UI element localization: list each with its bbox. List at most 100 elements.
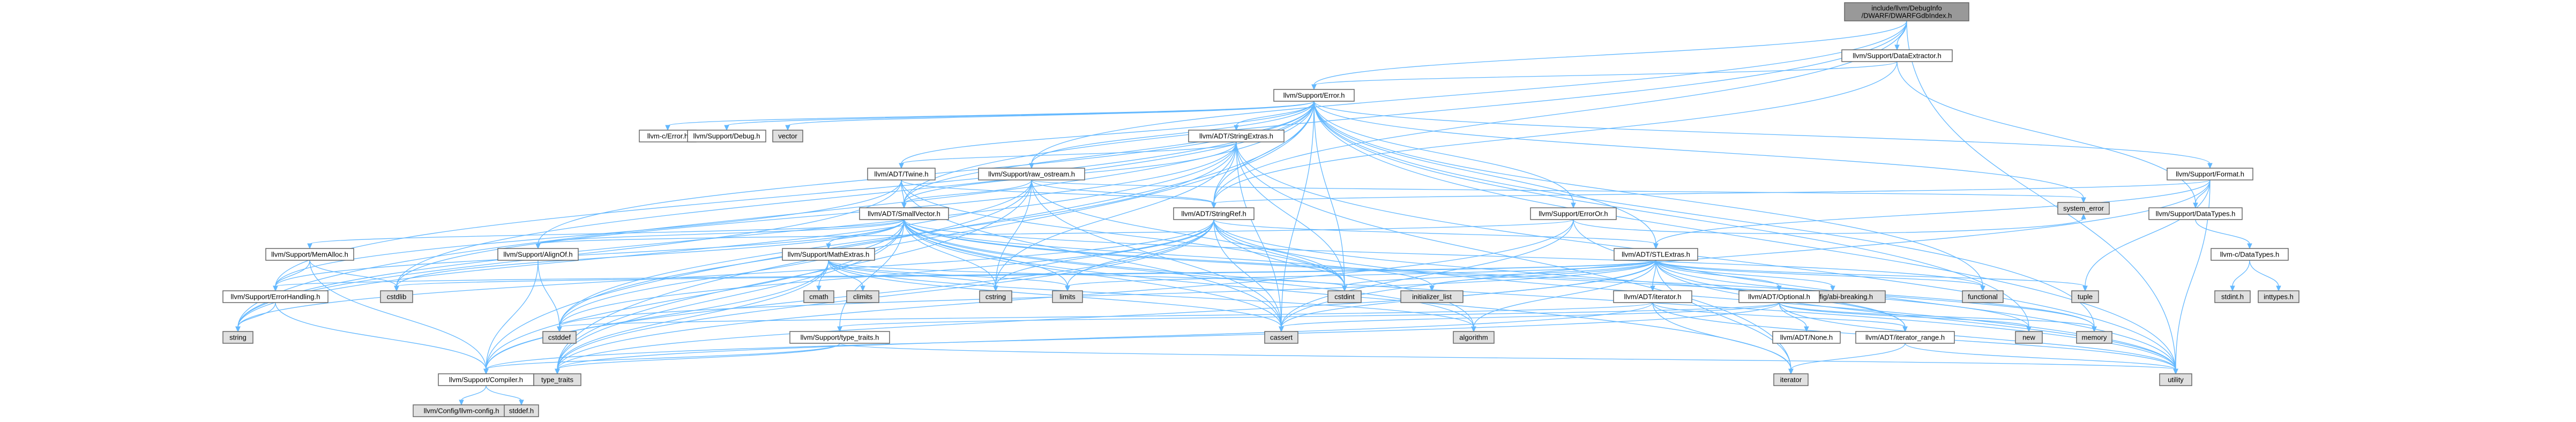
node-label: cstddef: [548, 334, 571, 342]
edge-optional-to-none: [1779, 302, 1809, 333]
node-label: llvm/Support/AlignOf.h: [503, 251, 572, 259]
node-llvm-c-datatypes-h[interactable]: llvm-c/DataTypes.h: [2211, 248, 2289, 261]
node-llvm-adt-iterator-h[interactable]: llvm/ADT/iterator.h: [1613, 290, 1692, 303]
node-llvm-support-raw-ostream-h[interactable]: llvm/Support/raw_ostream.h: [978, 168, 1085, 180]
edge-dataextractor-to-error: [1311, 61, 1898, 91]
node-llvm-adt-twine-h[interactable]: llvm/ADT/Twine.h: [867, 168, 936, 180]
node-llvm-support-format-h[interactable]: llvm/Support/Format.h: [2167, 168, 2253, 180]
node-memory: memory: [2076, 331, 2112, 344]
node-label: llvm/Support/DataExtractor.h: [1853, 52, 1941, 60]
node-cmath: cmath: [803, 290, 834, 303]
edge-mathextras-to-limits: [828, 260, 1070, 292]
edge-format-to-tuple: [2082, 179, 2211, 292]
edge-rawostream-to-smallvector: [901, 179, 1032, 209]
edges-layer: [235, 20, 2281, 406]
edge-twine-to-cassert: [901, 179, 1284, 333]
edge-optional-to-new: [1779, 302, 2032, 333]
node-llvm-support-errorhandling-h[interactable]: llvm/Support/ErrorHandling.h: [222, 290, 328, 303]
node-llvm-support-memalloc-h[interactable]: llvm/Support/MemAlloc.h: [265, 248, 354, 261]
node-label: limits: [1059, 293, 1076, 301]
edge-adtiterator-to-iteratorrange: [1652, 302, 1908, 333]
edge-adtiterator-to-cstddef: [557, 302, 1653, 333]
node-llvm-adt-none-h[interactable]: llvm/ADT/None.h: [1772, 331, 1841, 344]
node-label: climits: [853, 293, 873, 301]
node-label: llvm/Support/ErrorHandling.h: [231, 293, 320, 301]
edge-compiler-to-cstddefh: [486, 385, 524, 406]
node-llvm-support-erroror-h[interactable]: llvm/Support/ErrorOr.h: [1530, 207, 1617, 220]
node-label: llvm/ADT/Twine.h: [874, 170, 928, 178]
node-stddef-h: stddef.h: [504, 404, 539, 417]
node-label: vector: [778, 132, 797, 140]
node-label: new: [2022, 334, 2035, 342]
edge-errorhandling-to-compiler: [275, 302, 489, 375]
node-label: llvm/ADT/StringRef.h: [1181, 210, 1246, 218]
edge-optional-to-memory: [1779, 302, 2097, 333]
node-label: llvm/Support/Format.h: [2176, 170, 2244, 178]
node-llvm-adt-optional-h[interactable]: llvm/ADT/Optional.h: [1738, 290, 1820, 303]
node-llvm-support-datatypes-h[interactable]: llvm/Support/DataTypes.h: [2148, 207, 2243, 220]
edge-alignof-to-cstddef: [537, 260, 562, 333]
node-label: llvm/ADT/iterator.h: [1624, 293, 1682, 301]
edge-mathextras-to-cstdint: [828, 260, 1347, 292]
edge-error-to-erroror: [1313, 101, 1576, 209]
node-label: llvm/ADT/SmallVector.h: [868, 210, 940, 218]
node-label: iterator: [1780, 376, 1802, 384]
edge-typetraits-to-utility: [839, 343, 2178, 375]
edge-error-to-vector: [785, 101, 1315, 131]
edge-stringextras-to-cstdlib: [394, 141, 1237, 292]
node-llvm-support-type-traits-h[interactable]: llvm/Support/type_traits.h: [789, 331, 890, 344]
node-include-llvm-debuginfo-dwarf-dwarfgdbindex-h[interactable]: include/llvm/DebugInfo/DWARF/DWARFGdbInd…: [1844, 2, 1969, 21]
node-llvm-adt-stlextras-h[interactable]: llvm/ADT/STLExtras.h: [1614, 248, 1698, 261]
edge-erroror-to-alignof: [535, 219, 1574, 250]
node-label: llvm/Support/DataTypes.h: [2156, 210, 2236, 218]
node-llvm-support-compiler-h[interactable]: llvm/Support/Compiler.h: [438, 373, 534, 386]
node-llvm-support-dataextractor-h[interactable]: llvm/Support/DataExtractor.h: [1841, 49, 1953, 62]
node-cstdint: cstdint: [1327, 290, 1362, 303]
edge-erroror-to-systemerror: [1573, 213, 2086, 234]
edge-twine-to-stringref: [901, 179, 1216, 209]
edge-memalloc-to-cstdlib: [309, 260, 399, 292]
node-label: functional: [1968, 293, 1998, 301]
node-tuple: tuple: [2071, 290, 2099, 303]
node-label: stdint.h: [2221, 293, 2244, 301]
node-label: memory: [2082, 334, 2107, 342]
node-utility: utility: [2159, 373, 2192, 386]
edge-format-to-stringref: [1211, 179, 2211, 209]
node-label: llvm/Support/type_traits.h: [801, 334, 879, 342]
node-llvm-support-debug-h[interactable]: llvm/Support/Debug.h: [687, 130, 766, 142]
edge-mathextras-to-climits: [828, 260, 865, 292]
edge-stlextras-to-tuple: [1655, 260, 2088, 292]
node-label: llvm/Config/llvm-config.h: [424, 407, 499, 415]
node-llvm-adt-stringref-h[interactable]: llvm/ADT/StringRef.h: [1173, 207, 1255, 220]
edge-stlextras-to-functional: [1655, 260, 1985, 292]
edge-cdatatypes-to-inttypes: [2249, 260, 2281, 292]
node-llvm-adt-stringextras-h[interactable]: llvm/ADT/StringExtras.h: [1188, 130, 1285, 142]
edge-stringextras-to-cassert: [1236, 141, 1284, 333]
node-limits: limits: [1052, 290, 1083, 303]
node-llvm-adt-smallvector-h[interactable]: llvm/ADT/SmallVector.h: [859, 207, 949, 220]
edge-memalloc-to-compiler: [309, 260, 489, 375]
edge-mathextras-to-cstring: [828, 260, 998, 292]
node-system-error: system_error: [2057, 202, 2110, 215]
edge-error-to-format: [1313, 101, 2213, 169]
node-llvm-support-mathextras-h[interactable]: llvm/Support/MathExtras.h: [782, 248, 875, 261]
edge-stringref-to-stlextras: [1213, 219, 1659, 250]
node-cstring: cstring: [979, 290, 1012, 303]
node-label: llvm-c/Error.h: [647, 132, 689, 140]
node-llvm-c-error-h[interactable]: llvm-c/Error.h: [639, 130, 697, 142]
edge-typetraits-to-type_traits: [555, 343, 840, 375]
edge-optional-to-cassert: [1279, 302, 1780, 333]
edge-errorhandling-to-string: [235, 302, 276, 333]
edge-error-to-functional: [1313, 101, 1985, 292]
node-label: cstdint: [1334, 293, 1355, 301]
edge-cdatatypes-to-stdint: [2230, 260, 2250, 292]
node-label: llvm/Support/Error.h: [1283, 92, 1345, 100]
node-label: cstdlib: [387, 293, 407, 301]
node-label: inttypes.h: [2264, 293, 2294, 301]
node-cstddef: cstddef: [542, 331, 577, 344]
node-cstdlib: cstdlib: [380, 290, 413, 303]
node-llvm-adt-iterator-range-h[interactable]: llvm/ADT/iterator_range.h: [1855, 331, 1955, 344]
node-llvm-support-alignof-h[interactable]: llvm/Support/AlignOf.h: [497, 248, 579, 261]
node-llvm-support-error-h[interactable]: llvm/Support/Error.h: [1273, 89, 1355, 102]
